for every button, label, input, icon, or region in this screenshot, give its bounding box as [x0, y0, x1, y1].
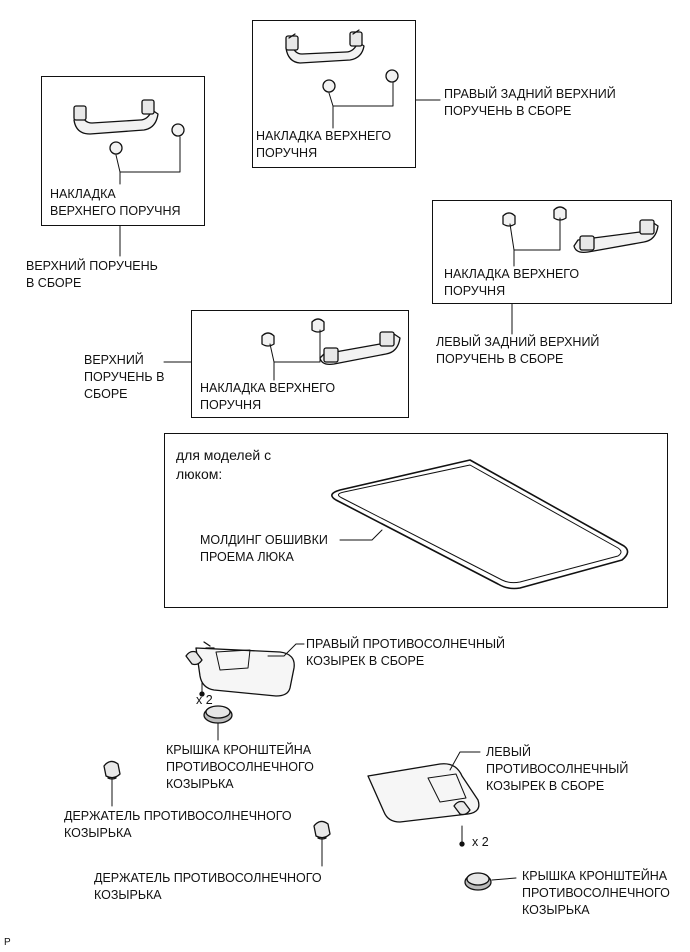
rear-left-assist-grip-icon: [573, 219, 659, 254]
visor-holder-1-icon: [103, 760, 121, 780]
grip-cover-icon: [322, 69, 399, 93]
sunroof-box: [164, 433, 668, 608]
rr-handle-box: [252, 20, 416, 168]
left-sun-visor-icon: [367, 763, 480, 823]
mid-assist-grip-icon: [319, 331, 401, 366]
front-handle-box: [41, 76, 205, 226]
left-visor-qty: x 2: [472, 835, 489, 849]
rear-right-assist-grip-icon: [285, 29, 365, 64]
front-assist-grip-icon: [73, 99, 159, 135]
right-visor-qty: x 2: [196, 693, 213, 707]
visor-bracket-cover-left-icon: [464, 872, 492, 891]
mid-handle-box: [191, 310, 409, 418]
lr-handle-box: [432, 200, 672, 304]
sunroof-molding-icon: [331, 459, 629, 590]
right-sun-visor-icon: [185, 641, 295, 697]
visor-holder-2-icon: [313, 820, 331, 840]
footer-mark: P: [4, 937, 11, 948]
